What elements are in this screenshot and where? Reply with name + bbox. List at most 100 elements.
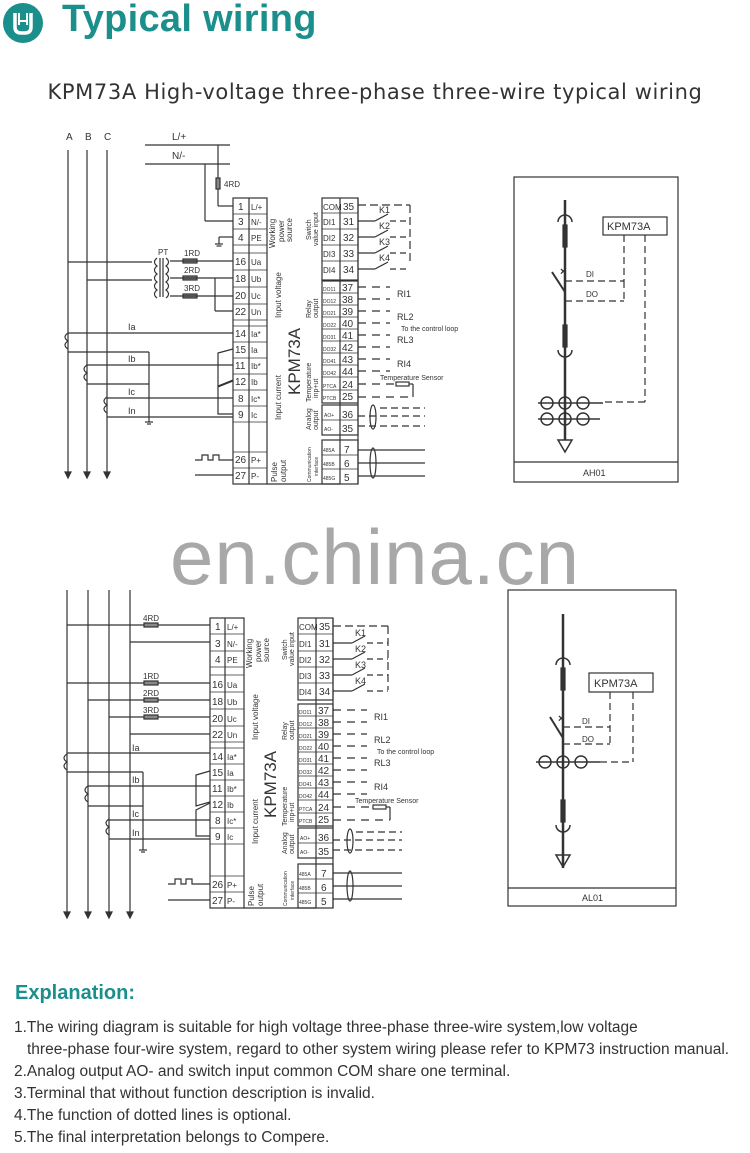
svg-text:Ic*: Ic* [227, 817, 236, 826]
switch-label-k4: K4 [379, 253, 390, 263]
phase-label-a: A [66, 132, 73, 143]
svg-text:3: 3 [238, 217, 244, 228]
svg-text:9: 9 [215, 832, 221, 843]
svg-text:×: × [560, 266, 566, 278]
panel-label-2: AL01 [582, 893, 603, 903]
svg-text:Relay: Relay [306, 300, 313, 318]
svg-text:output: output [313, 298, 320, 318]
svg-text:inp+ut: inp+ut [313, 379, 320, 398]
power-label-l: L/+ [172, 132, 186, 143]
current-label-ib-2: Ib [132, 775, 140, 785]
svg-text:Uc: Uc [251, 292, 261, 301]
svg-text:26: 26 [212, 880, 224, 891]
svg-text:15: 15 [235, 345, 247, 356]
svg-text:AO-: AO- [324, 427, 333, 433]
device-name-box: KPM73A [607, 221, 651, 233]
explanation-item-2: 2.Analog output AO- and switch input com… [14, 1063, 511, 1080]
switch-label-k2-2: K2 [355, 644, 366, 654]
fuse-label-4rd: 4RD [224, 180, 240, 189]
svg-text:interface: interface [290, 881, 296, 900]
svg-text:44: 44 [342, 367, 354, 378]
svg-text:output: output [256, 883, 265, 906]
svg-text:42: 42 [342, 343, 354, 354]
svg-text:Temperature: Temperature [282, 787, 289, 826]
svg-text:P+: P+ [251, 456, 261, 465]
svg-text:44: 44 [318, 790, 330, 801]
phase-label-b: B [85, 132, 92, 143]
svg-text:PTCA: PTCA [299, 807, 313, 813]
svg-text:Ib: Ib [251, 378, 258, 387]
svg-text:35: 35 [319, 622, 331, 633]
temperature-sensor-label-2: Temperature Sensor [355, 798, 419, 805]
svg-text:Ub: Ub [227, 698, 238, 707]
svg-text:Ic*: Ic* [251, 395, 260, 404]
svg-text:DO22: DO22 [323, 323, 336, 329]
svg-text:DI3: DI3 [323, 250, 336, 259]
svg-text:Temperature: Temperature [306, 363, 313, 402]
single-line-panel-ah01: AH01 × KPM73A DI DO [513, 176, 679, 483]
svg-text:DI1: DI1 [299, 640, 312, 649]
svg-text:42: 42 [318, 766, 330, 777]
svg-text:38: 38 [318, 718, 330, 729]
svg-text:Communication: Communication [307, 447, 313, 482]
current-label-in: In [128, 406, 136, 416]
svg-text:36: 36 [318, 833, 330, 844]
svg-text:Ia*: Ia* [227, 753, 237, 762]
svg-text:41: 41 [342, 331, 354, 342]
svg-text:11: 11 [212, 784, 223, 795]
diagram-subtitle: KPM73A High-voltage three-phase three-wi… [47, 80, 703, 104]
svg-text:22: 22 [212, 730, 224, 741]
svg-text:DI4: DI4 [323, 266, 336, 275]
svg-text:output: output [279, 459, 288, 482]
svg-text:Ia: Ia [251, 346, 258, 355]
svg-text:24: 24 [318, 803, 330, 814]
svg-text:40: 40 [318, 742, 330, 753]
explanation-item-1: 1.The wiring diagram is suitable for hig… [14, 1019, 638, 1036]
svg-text:485A: 485A [299, 872, 311, 878]
svg-text:Un: Un [251, 308, 261, 317]
svg-text:7: 7 [344, 445, 350, 456]
relay-label-2: RL2 [397, 312, 414, 322]
svg-text:DI3: DI3 [299, 672, 312, 681]
svg-text:25: 25 [342, 392, 354, 403]
svg-text:DO41: DO41 [323, 359, 336, 365]
svg-text:Ia*: Ia* [251, 330, 261, 339]
svg-text:DO12: DO12 [299, 722, 312, 728]
svg-text:33: 33 [343, 249, 355, 260]
fuse-label-1rd: 1RD [184, 249, 200, 258]
svg-text:DO11: DO11 [323, 287, 336, 293]
svg-text:3: 3 [215, 639, 221, 650]
svg-text:Switch: Switch [282, 639, 289, 660]
svg-text:25: 25 [318, 815, 330, 826]
svg-text:4: 4 [215, 655, 221, 666]
svg-text:15: 15 [212, 768, 224, 779]
do-label: DO [586, 290, 598, 299]
svg-text:11: 11 [235, 361, 246, 372]
panel-label: AH01 [583, 468, 606, 478]
svg-text:Ub: Ub [251, 275, 262, 284]
svg-text:485B: 485B [299, 886, 311, 892]
svg-text:Ua: Ua [251, 258, 262, 267]
relay-label-1: RI1 [397, 289, 411, 299]
svg-text:1: 1 [238, 202, 244, 213]
svg-text:485A: 485A [323, 448, 335, 454]
svg-text:12: 12 [212, 800, 224, 811]
svg-text:×: × [558, 713, 564, 725]
svg-text:Pulse: Pulse [270, 461, 279, 482]
phase-label-c: C [104, 132, 111, 143]
svg-text:Working: Working [268, 219, 277, 248]
switch-label-k3: K3 [379, 237, 390, 247]
svg-text:43: 43 [342, 355, 354, 366]
svg-text:N/-: N/- [227, 640, 238, 649]
svg-text:PE: PE [227, 656, 238, 665]
relay-label-4-2: RI4 [374, 782, 388, 792]
explanation-item-4: 4.The function of dotted lines is option… [14, 1107, 292, 1124]
terminal-block-left [232, 197, 268, 485]
svg-text:DO21: DO21 [323, 311, 336, 317]
svg-text:1: 1 [215, 622, 221, 633]
svg-text:32: 32 [319, 655, 331, 666]
svg-text:7: 7 [321, 869, 327, 880]
brand-logo-icon [3, 3, 43, 43]
svg-text:5: 5 [344, 473, 350, 484]
